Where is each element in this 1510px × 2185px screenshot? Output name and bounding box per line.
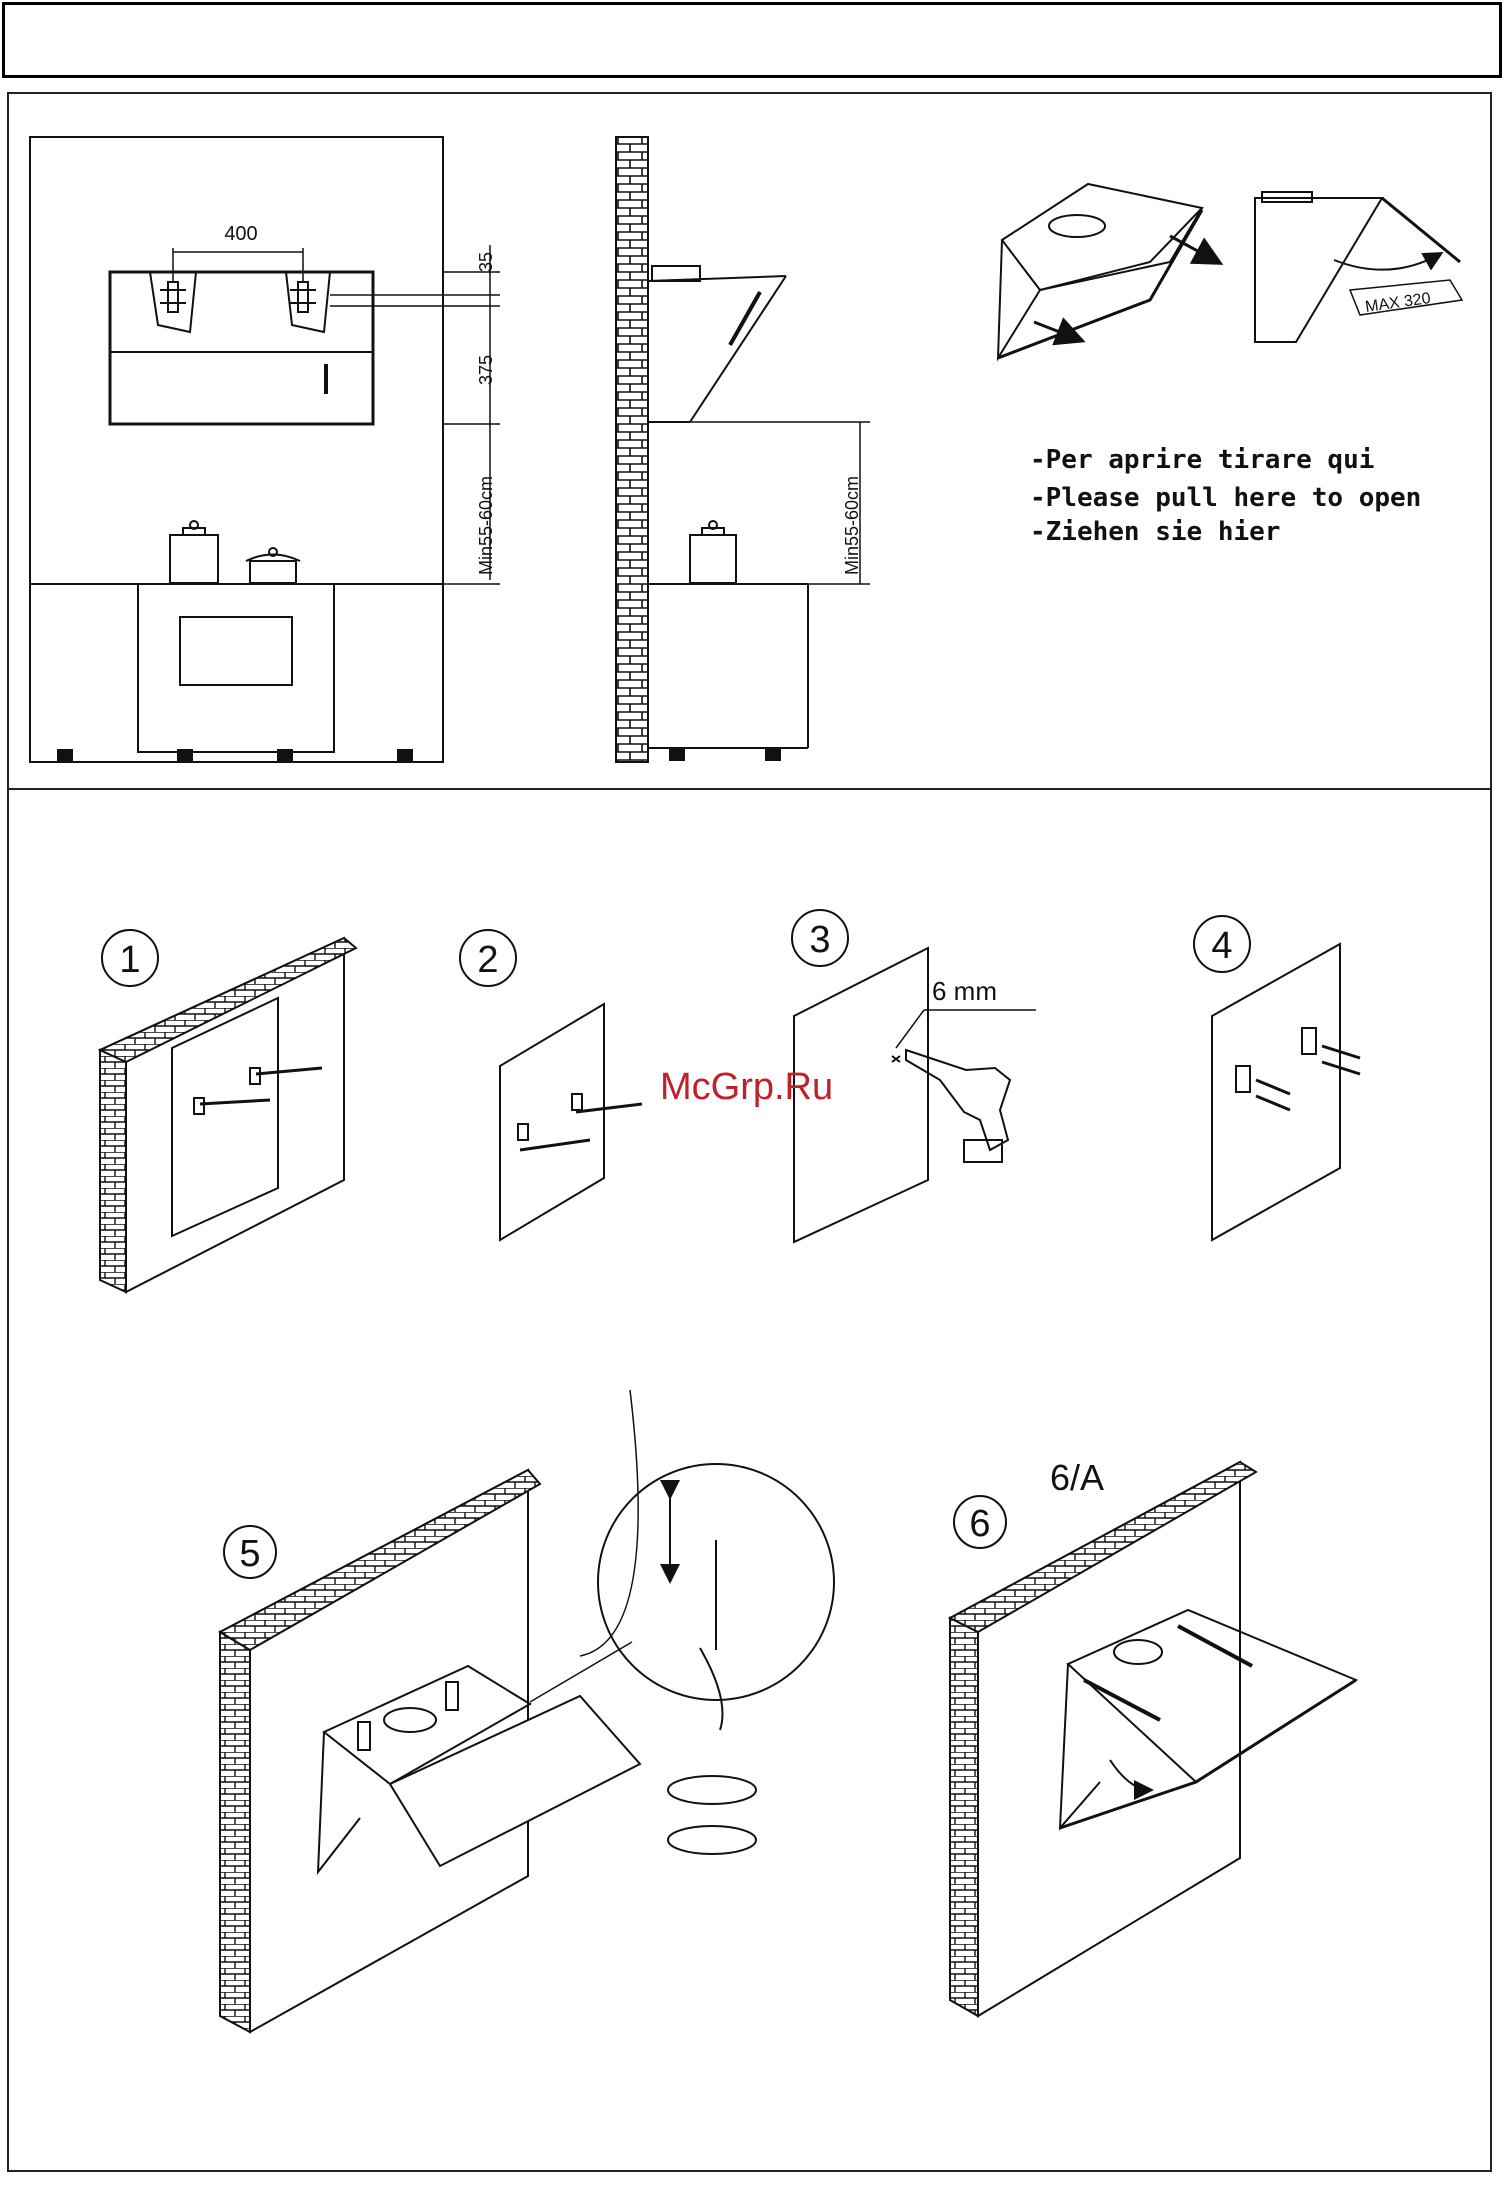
- step-2-figure: [500, 1004, 642, 1240]
- hood-open-side: [1255, 192, 1462, 342]
- dim-375: 375: [476, 355, 496, 385]
- step-5-label: 5: [239, 1533, 260, 1575]
- step-4-label: 4: [1211, 925, 1232, 967]
- max-opening-label: MAX 320: [1364, 290, 1432, 316]
- dim-400: 400: [224, 223, 257, 245]
- front-view: [30, 137, 500, 762]
- hood-open-perspective: [998, 184, 1218, 358]
- drill-size-label: 6 mm: [932, 976, 997, 1006]
- instruction-en: -Please pull here to open: [1030, 483, 1421, 513]
- dim-35: 35: [476, 252, 496, 272]
- step-4-figure: [1212, 944, 1360, 1240]
- instruction-it: -Per aprire tirare qui: [1030, 445, 1374, 475]
- instruction-de: -Ziehen sie hier: [1030, 517, 1280, 547]
- step-6-figure: [950, 1462, 1356, 2016]
- dim-clearance-side: Min55-60cm: [842, 476, 862, 575]
- step-5-figure: [220, 1390, 834, 2032]
- step-6a-label: 6/A: [1050, 1457, 1104, 1498]
- step-2-label: 2: [477, 939, 498, 981]
- step-1-figure: [100, 938, 356, 1292]
- dim-clearance-front: Min55-60cm: [476, 476, 496, 575]
- step-1-label: 1: [119, 939, 140, 981]
- step-6-label: 6: [969, 1503, 990, 1545]
- watermark-text: McGrp.Ru: [660, 1066, 833, 1109]
- side-view: [616, 137, 870, 762]
- step-3-label: 3: [809, 919, 830, 961]
